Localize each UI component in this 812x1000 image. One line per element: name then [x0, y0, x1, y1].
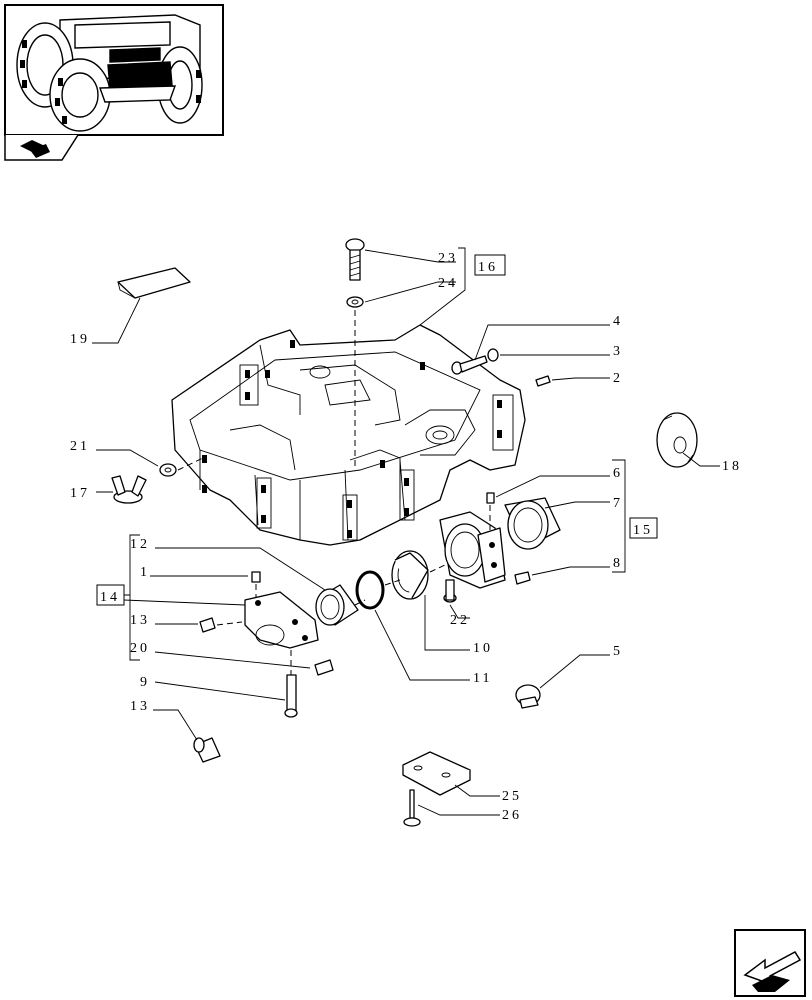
callout-25: 25 [502, 789, 522, 804]
pad-19 [117, 267, 191, 299]
book-arrow-icon [4, 134, 79, 161]
o-ring-11 [355, 570, 385, 610]
callout-4: 4 [613, 314, 623, 329]
grease-nipple-20 [314, 659, 334, 676]
bolt-22 [443, 579, 457, 603]
callout-2: 2 [613, 371, 623, 386]
callout-6: 6 [613, 466, 623, 481]
callout-24: 24 [438, 276, 458, 291]
plug-13-lower [193, 737, 221, 763]
bushing-12 [315, 584, 359, 626]
pin-2 [535, 375, 551, 387]
bolt-4 [451, 355, 488, 375]
washer-21 [159, 463, 177, 477]
support-bracket-14 [244, 591, 319, 649]
bushing-7 [504, 497, 561, 550]
seal-10 [391, 550, 429, 600]
callout-13-upper: 13 [130, 613, 150, 628]
next-page-arrow-icon[interactable] [734, 929, 806, 997]
pin-1 [251, 571, 261, 583]
eccentric-washer-18 [656, 412, 698, 468]
screw-13-upper [199, 617, 216, 633]
callout-12: 12 [130, 537, 150, 552]
pin-6 [486, 492, 495, 504]
callout-22: 22 [450, 613, 470, 628]
callout-8: 8 [613, 556, 623, 571]
plug-5 [515, 684, 541, 709]
callout-3: 3 [613, 344, 623, 359]
screw-26 [403, 789, 421, 827]
grease-nipple-8 [514, 571, 531, 585]
callout-7: 7 [613, 496, 623, 511]
callout-19: 19 [70, 332, 90, 347]
callout-10: 10 [473, 641, 493, 656]
callout-11: 11 [473, 671, 492, 686]
callout-23: 23 [438, 251, 458, 266]
callout-14: 14 [100, 590, 120, 605]
callout-15: 15 [633, 523, 653, 538]
callout-16: 16 [478, 260, 498, 275]
callout-13-lower: 13 [130, 699, 150, 714]
callout-18: 18 [722, 459, 742, 474]
wing-nut-17 [111, 475, 147, 504]
callout-1: 1 [140, 565, 150, 580]
callout-26: 26 [502, 808, 522, 823]
callout-17: 17 [70, 486, 90, 501]
callout-9: 9 [140, 675, 150, 690]
callout-21: 21 [70, 439, 90, 454]
axle-support-housing [171, 324, 526, 546]
bolt-23 [345, 238, 365, 281]
tractor-thumbnail[interactable] [4, 4, 224, 136]
washer-3 [487, 348, 499, 362]
callout-5: 5 [613, 644, 623, 659]
washer-24 [346, 296, 364, 308]
callout-20: 20 [130, 641, 150, 656]
plate-25 [402, 751, 471, 796]
support-bracket-15 [439, 511, 506, 589]
bolt-9 [284, 674, 298, 718]
